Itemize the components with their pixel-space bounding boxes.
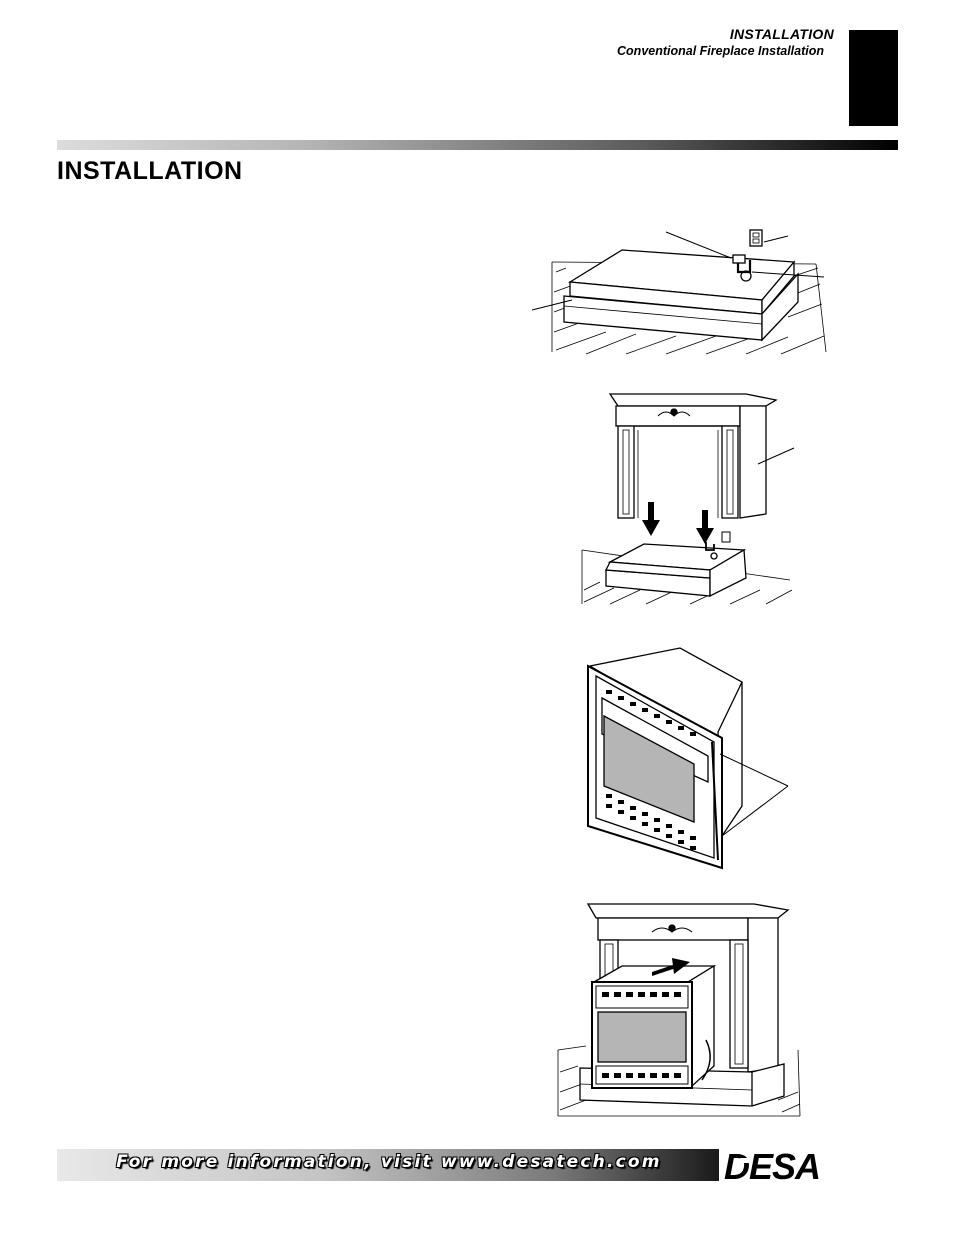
desa-logo: DESA: [722, 1149, 898, 1183]
push-arrow: [652, 958, 690, 976]
down-arrows: [642, 502, 714, 544]
header-gradient-rule: [57, 140, 898, 150]
footer-website-text: For more information, visit www.desatech…: [116, 1152, 662, 1172]
louver-grilles: [606, 690, 696, 850]
section-tab-block: [849, 30, 898, 126]
mantel-callout-line: [757, 447, 795, 465]
desa-logo-lettering: DESA: [724, 1149, 820, 1183]
callout-lines: [531, 231, 825, 311]
mantel-frame: [608, 393, 778, 519]
base-platform: [563, 249, 799, 342]
header-subsection-label: Conventional Fireplace Installation: [617, 44, 824, 58]
wall-outlet-icon: [749, 229, 763, 247]
viewing-window: [603, 714, 695, 823]
logo-notch: [740, 1158, 750, 1163]
floor-planks: [557, 1045, 801, 1117]
louver-grilles: [602, 992, 681, 1078]
header-section-label: INSTALLATION: [729, 26, 834, 42]
page-title: INSTALLATION: [57, 157, 243, 185]
viewing-window: [597, 1011, 687, 1063]
figure-firebox-into-mantel: [556, 900, 802, 1118]
firebox-insert: [591, 964, 717, 1089]
figure-mantel-onto-base: [580, 390, 802, 608]
callout-lines: [719, 753, 789, 837]
outlet-icon: [721, 531, 731, 543]
figure-base-with-gas-line: [526, 222, 832, 362]
footer-bar: [57, 1149, 719, 1181]
gas-line-stub: [732, 254, 752, 282]
figure-firebox-insert: [582, 646, 798, 872]
insert-front-frame: [587, 664, 723, 870]
base-platform: [604, 542, 747, 598]
